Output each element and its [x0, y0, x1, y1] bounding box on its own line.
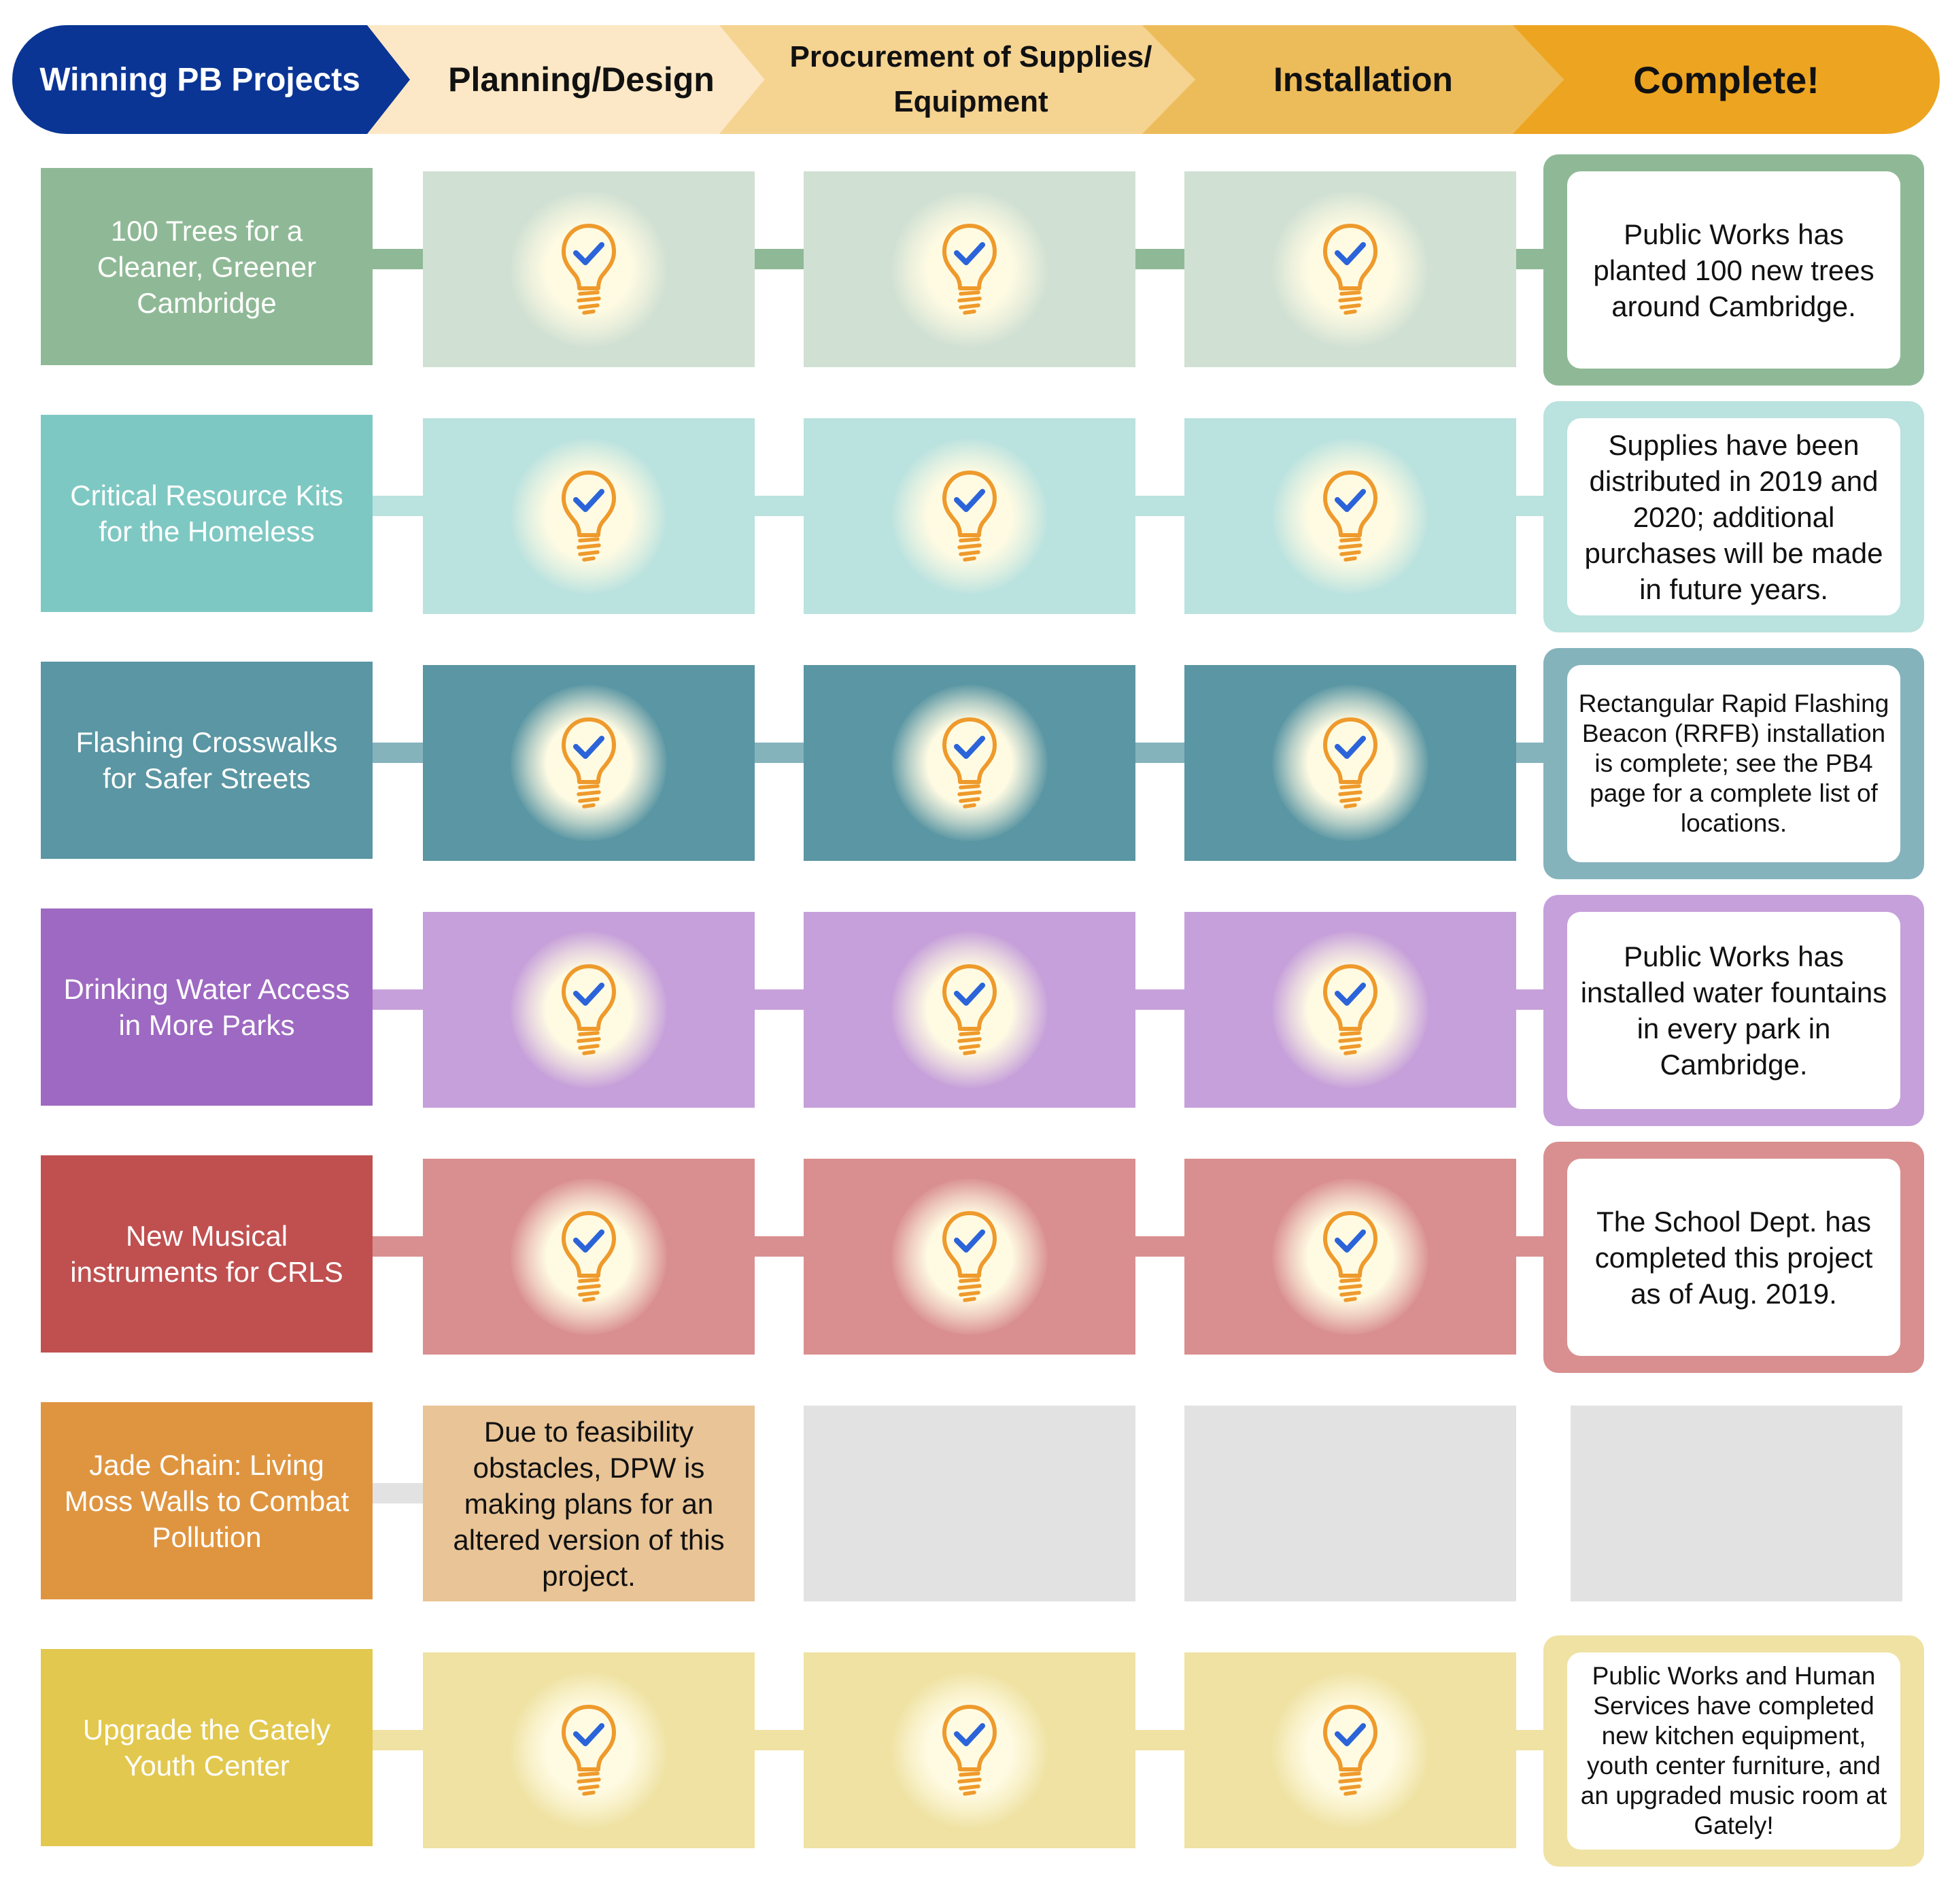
stage-installation-cell — [1184, 418, 1516, 614]
stage-planning-cell — [423, 912, 755, 1108]
project-row-gately: Upgrade the Gately Youth Center Public W… — [0, 1632, 1952, 1867]
stage-planning-cell — [423, 171, 755, 367]
complete-status-frame: Public Works and Human Services have com… — [1543, 1635, 1924, 1867]
header-label: Planning/Design — [448, 61, 715, 99]
complete-status-frame: Supplies have been distributed in 2019 a… — [1543, 401, 1924, 632]
stage-installation-cell — [1184, 665, 1516, 861]
lightbulb-check-icon — [942, 1211, 997, 1302]
lightbulb-check-icon — [1323, 224, 1377, 315]
project-name: Flashing Crosswalks for Safer Streets — [41, 662, 373, 859]
header-label: Installation — [1273, 61, 1453, 99]
stage-installation-cell — [1184, 171, 1516, 367]
complete-status-text: Public Works has planted 100 new trees a… — [1567, 171, 1900, 369]
lightbulb-check-icon — [562, 224, 616, 315]
lightbulb-check-icon — [942, 717, 997, 809]
stage-planning-cell — [423, 418, 755, 614]
lightbulb-check-icon — [562, 1705, 616, 1796]
planning-status-note: Due to feasibility obstacles, DPW is mak… — [423, 1406, 755, 1601]
stage-planning-cell — [423, 665, 755, 861]
complete-status-text: Supplies have been distributed in 2019 a… — [1567, 418, 1900, 615]
complete-status-frame: The School Dept. has completed this proj… — [1543, 1142, 1924, 1373]
lightbulb-check-icon — [942, 471, 997, 562]
complete-status-frame: Rectangular Rapid Flashing Beacon (RRFB)… — [1543, 648, 1924, 879]
complete-status-text: Rectangular Rapid Flashing Beacon (RRFB)… — [1567, 665, 1900, 862]
lightbulb-check-icon — [562, 471, 616, 562]
project-row-jade-chain: Jade Chain: Living Moss Walls to Combat … — [0, 1385, 1952, 1620]
header-label: Complete! — [1633, 58, 1819, 101]
project-row-musical-instruments: New Musical instruments for CRLS The Sch… — [0, 1138, 1952, 1373]
lightbulb-check-icon — [942, 1705, 997, 1796]
complete-status-frame: Public Works has installed water fountai… — [1543, 895, 1924, 1126]
project-row-drinking-water: Drinking Water Access in More Parks Publ… — [0, 891, 1952, 1126]
stage-procurement-cell — [804, 665, 1135, 861]
stage-installation-cell — [1184, 1159, 1516, 1355]
lightbulb-check-icon — [1323, 964, 1377, 1055]
header-complete: Complete! — [1513, 25, 1940, 134]
complete-status-text: The School Dept. has completed this proj… — [1567, 1159, 1900, 1356]
stage-installation-cell — [1184, 1652, 1516, 1848]
lightbulb-check-icon — [562, 1211, 616, 1302]
project-row-crosswalks: Flashing Crosswalks for Safer Streets Re… — [0, 645, 1952, 879]
stage-procurement-cell — [804, 418, 1135, 614]
header-label: Winning PB Projects — [39, 61, 360, 98]
stage-procurement-cell — [804, 1652, 1135, 1848]
project-row-resource-kits: Critical Resource Kits for the Homeless … — [0, 398, 1952, 632]
complete-status-frame: Public Works has planted 100 new trees a… — [1543, 154, 1924, 386]
lightbulb-check-icon — [562, 964, 616, 1055]
lightbulb-check-icon — [942, 224, 997, 315]
stage-installation-empty — [1184, 1406, 1516, 1601]
lightbulb-check-icon — [942, 964, 997, 1055]
stage-complete-empty — [1571, 1406, 1902, 1601]
project-name: Drinking Water Access in More Parks — [41, 908, 373, 1106]
lightbulb-check-icon — [1323, 1705, 1377, 1796]
stage-procurement-empty — [804, 1406, 1135, 1601]
project-name: Critical Resource Kits for the Homeless — [41, 415, 373, 612]
header-planning-design: Planning/Design — [367, 25, 795, 134]
lightbulb-check-icon — [1323, 717, 1377, 809]
header-installation: Installation — [1142, 25, 1584, 134]
lightbulb-check-icon — [1323, 471, 1377, 562]
stage-procurement-cell — [804, 1159, 1135, 1355]
complete-status-text: Public Works has installed water fountai… — [1567, 912, 1900, 1109]
stage-procurement-cell — [804, 171, 1135, 367]
project-name: 100 Trees for a Cleaner, Greener Cambrid… — [41, 168, 373, 365]
complete-status-text: Public Works and Human Services have com… — [1567, 1652, 1900, 1850]
stage-planning-cell — [423, 1652, 755, 1848]
lightbulb-check-icon — [1323, 1211, 1377, 1302]
stage-installation-cell — [1184, 912, 1516, 1108]
stage-procurement-cell — [804, 912, 1135, 1108]
header-procurement: Procurement of Supplies/ Equipment — [719, 25, 1222, 134]
header-winning-projects: Winning PB Projects — [12, 25, 428, 134]
project-name: Jade Chain: Living Moss Walls to Combat … — [41, 1402, 373, 1599]
lightbulb-check-icon — [562, 717, 616, 809]
header-label: Procurement of Supplies/ Equipment — [789, 40, 1152, 118]
project-name: Upgrade the Gately Youth Center — [41, 1649, 373, 1846]
project-row-trees: 100 Trees for a Cleaner, Greener Cambrid… — [0, 151, 1952, 386]
stage-planning-cell — [423, 1159, 755, 1355]
project-name: New Musical instruments for CRLS — [41, 1155, 373, 1353]
